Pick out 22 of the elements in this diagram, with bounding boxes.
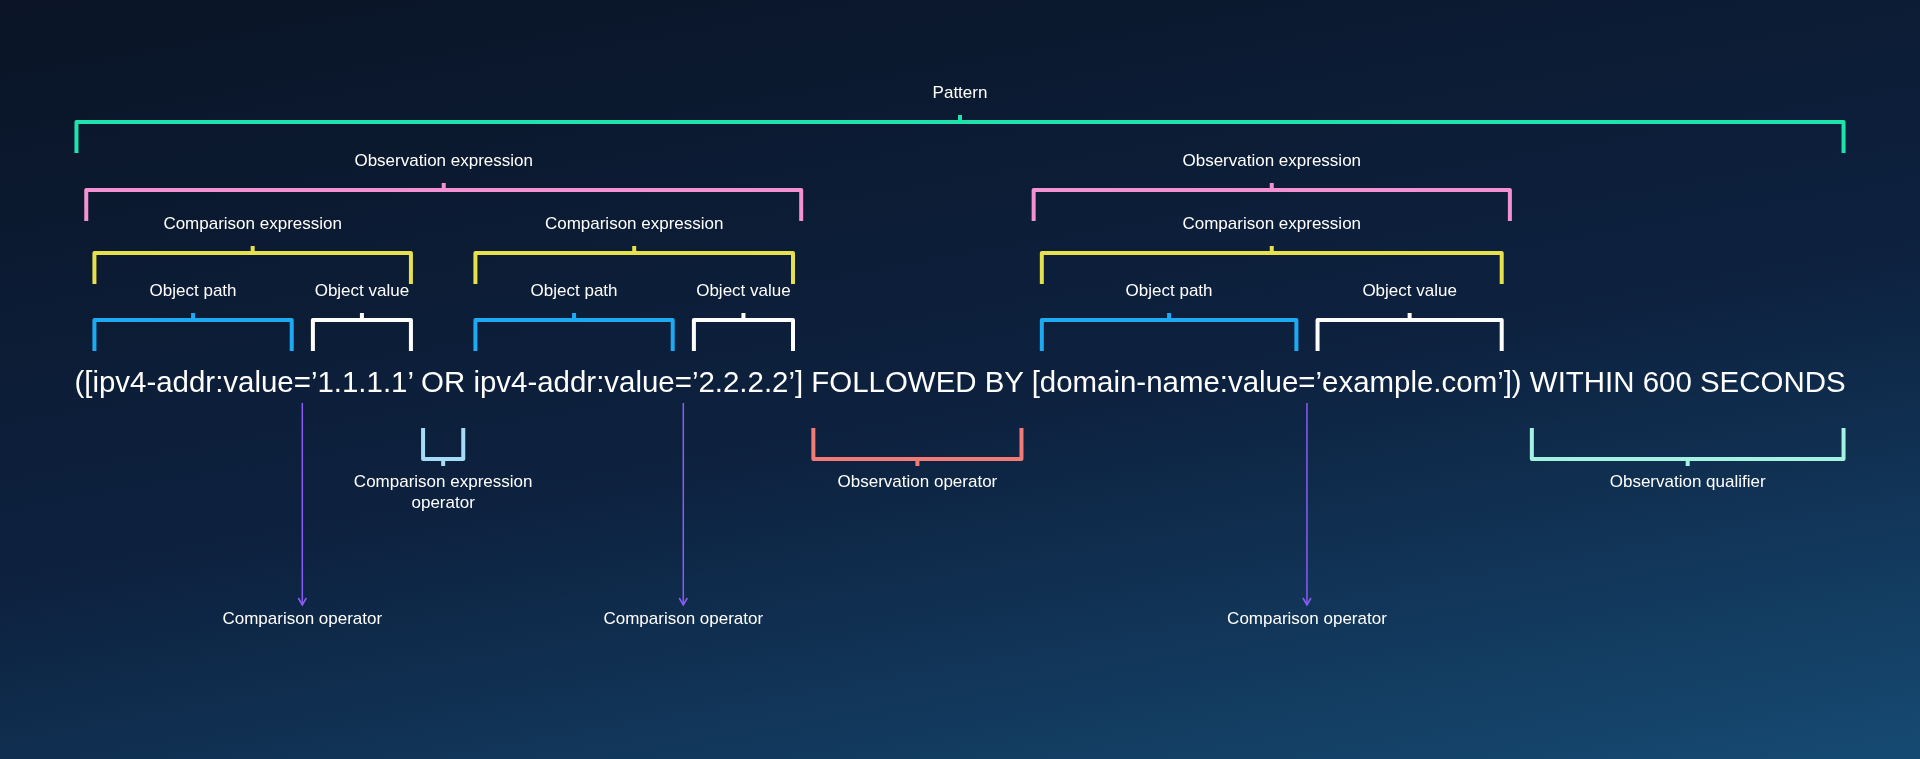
- bracket-label: Observation qualifier: [1608, 471, 1767, 492]
- bracket-label: Pattern: [932, 82, 988, 103]
- operator-label: Comparison operator: [222, 608, 383, 629]
- bracket-label: Comparison expression: [1182, 213, 1362, 234]
- bracket-label: Object value: [314, 280, 410, 301]
- bracket-label: Comparison expression operator: [352, 471, 534, 513]
- operator-label: Comparison operator: [603, 608, 764, 629]
- bracket-label: Observation expression: [354, 150, 533, 171]
- bracket-label: Object path: [149, 280, 237, 301]
- bracket-label: Object path: [1125, 280, 1213, 301]
- bracket-label: Observation expression: [1182, 150, 1362, 171]
- bracket-label: Object value: [696, 280, 791, 301]
- bracket-label: Object path: [530, 280, 618, 301]
- bracket-label: Comparison expression: [163, 213, 342, 234]
- operator-label: Comparison operator: [1227, 608, 1387, 629]
- bracket-label: Comparison expression: [544, 213, 724, 234]
- pattern-expression-text: ([ipv4-addr:value=’1.1.1.1’ OR ipv4-addr:value=’2.2.2.2’] FOLLOWED BY [domain-name:value=’example.com’]) WITHIN 600 SECONDS: [74, 365, 1846, 399]
- arrow: [297, 402, 308, 606]
- bracket-label: Observation operator: [836, 471, 999, 492]
- arrow: [678, 402, 689, 606]
- arrow: [1302, 402, 1312, 606]
- bracket-label: Object value: [1362, 280, 1457, 301]
